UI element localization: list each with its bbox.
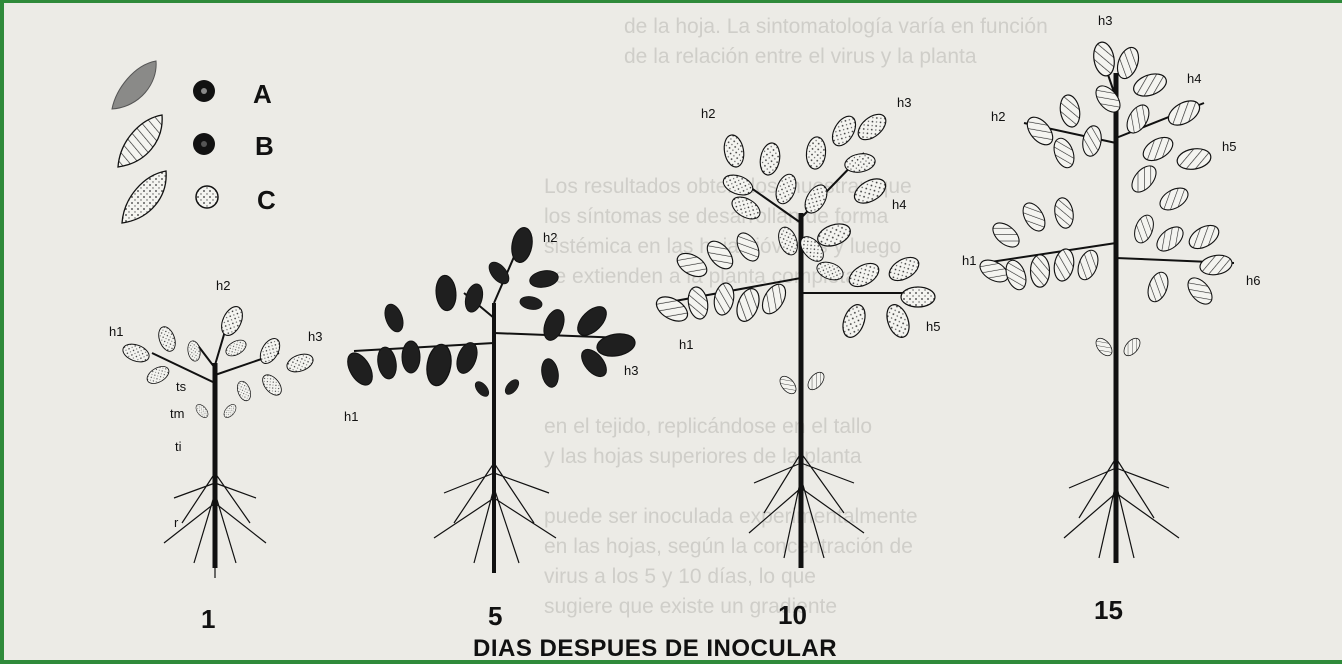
plant1-label-tm: tm xyxy=(170,406,184,421)
legend xyxy=(112,61,218,223)
day-label-10: 10 xyxy=(778,600,807,631)
plant15-label-h6: h6 xyxy=(1246,273,1260,288)
day-label-5: 5 xyxy=(488,601,502,632)
plant-day-10 xyxy=(652,109,935,568)
plant10-label-h1: h1 xyxy=(679,337,693,352)
plant1-label-r: r xyxy=(174,515,178,530)
plant1-label-h2: h2 xyxy=(216,278,230,293)
legend-key-c: C xyxy=(257,185,276,216)
plant15-label-h5: h5 xyxy=(1222,139,1236,154)
plant-diagram xyxy=(4,3,1342,664)
legend-leaf-solid xyxy=(112,61,156,109)
plant5-label-h2: h2 xyxy=(543,230,557,245)
plant10-label-h4: h4 xyxy=(892,197,906,212)
plant1-label-h1: h1 xyxy=(109,324,123,339)
plant15-label-h4: h4 xyxy=(1187,71,1201,86)
plant10-label-h2: h2 xyxy=(701,106,715,121)
day-label-1: 1 xyxy=(201,604,215,635)
plant15-label-h1: h1 xyxy=(962,253,976,268)
day-label-15: 15 xyxy=(1094,595,1123,626)
plant5-label-h3: h3 xyxy=(624,363,638,378)
plant-day-1 xyxy=(120,303,315,578)
legend-leaf-hatched xyxy=(118,115,162,167)
plant15-label-h3: h3 xyxy=(1098,13,1112,28)
legend-leaf-dotted xyxy=(122,171,166,223)
plant1-label-ts: ts xyxy=(176,379,186,394)
plant10-label-h3: h3 xyxy=(897,95,911,110)
legend-key-b: B xyxy=(255,131,274,162)
plant1-label-ti: ti xyxy=(175,439,182,454)
plant10-label-h5: h5 xyxy=(926,319,940,334)
legend-key-a: A xyxy=(253,79,272,110)
plant-day-5 xyxy=(343,226,637,573)
plant-day-15 xyxy=(976,41,1234,563)
plant5-label-h1: h1 xyxy=(344,409,358,424)
plant1-label-h3: h3 xyxy=(308,329,322,344)
legend-marker-c xyxy=(196,186,218,208)
plant15-label-h2: h2 xyxy=(991,109,1005,124)
figure-caption: DIAS DESPUES DE INOCULAR xyxy=(473,635,837,663)
